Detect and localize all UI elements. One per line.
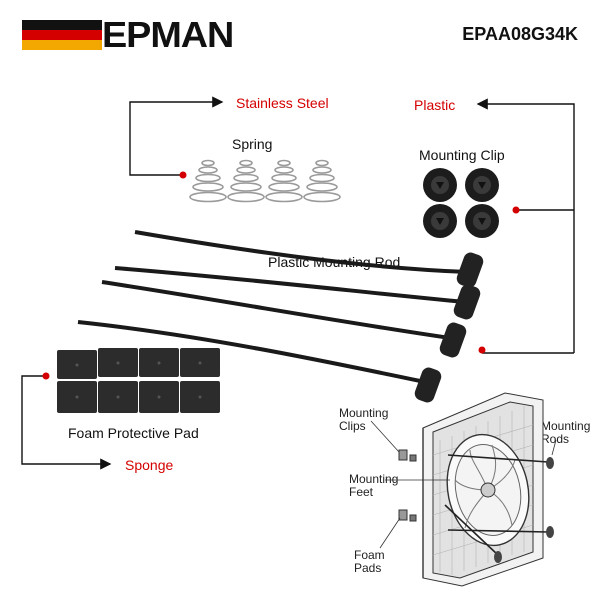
part-label-mounting-clip: Mounting Clip (419, 147, 505, 163)
connector-stainless-steel (129, 96, 224, 179)
part-label-spring: Spring (232, 136, 273, 152)
plastic-mounting-rods (77, 230, 484, 403)
diagram-label-foam-pads: Foam Pads (354, 548, 385, 575)
diagram-label-mounting-feet: Mounting Feet (349, 472, 399, 499)
logo-stripes (22, 20, 102, 50)
brand-logo: EPMAN (102, 14, 234, 55)
material-sponge: Sponge (125, 457, 174, 473)
installation-diagram (370, 392, 557, 587)
mounting-clips (423, 168, 499, 238)
material-plastic: Plastic (414, 97, 456, 113)
connector-sponge (21, 372, 112, 470)
springs (189, 159, 341, 203)
part-label-foam-protective-pad: Foam Protective Pad (68, 425, 199, 441)
product-sku: EPAA08G34K (462, 24, 578, 44)
material-stainless-steel: Stainless Steel (236, 95, 329, 111)
diagram-label-mounting-rods: Mounting Rods (541, 419, 591, 446)
foam-protective-pads (57, 348, 220, 413)
connector-plastic (476, 98, 575, 354)
diagram-label-mounting-clips: Mounting Clips (339, 406, 389, 433)
